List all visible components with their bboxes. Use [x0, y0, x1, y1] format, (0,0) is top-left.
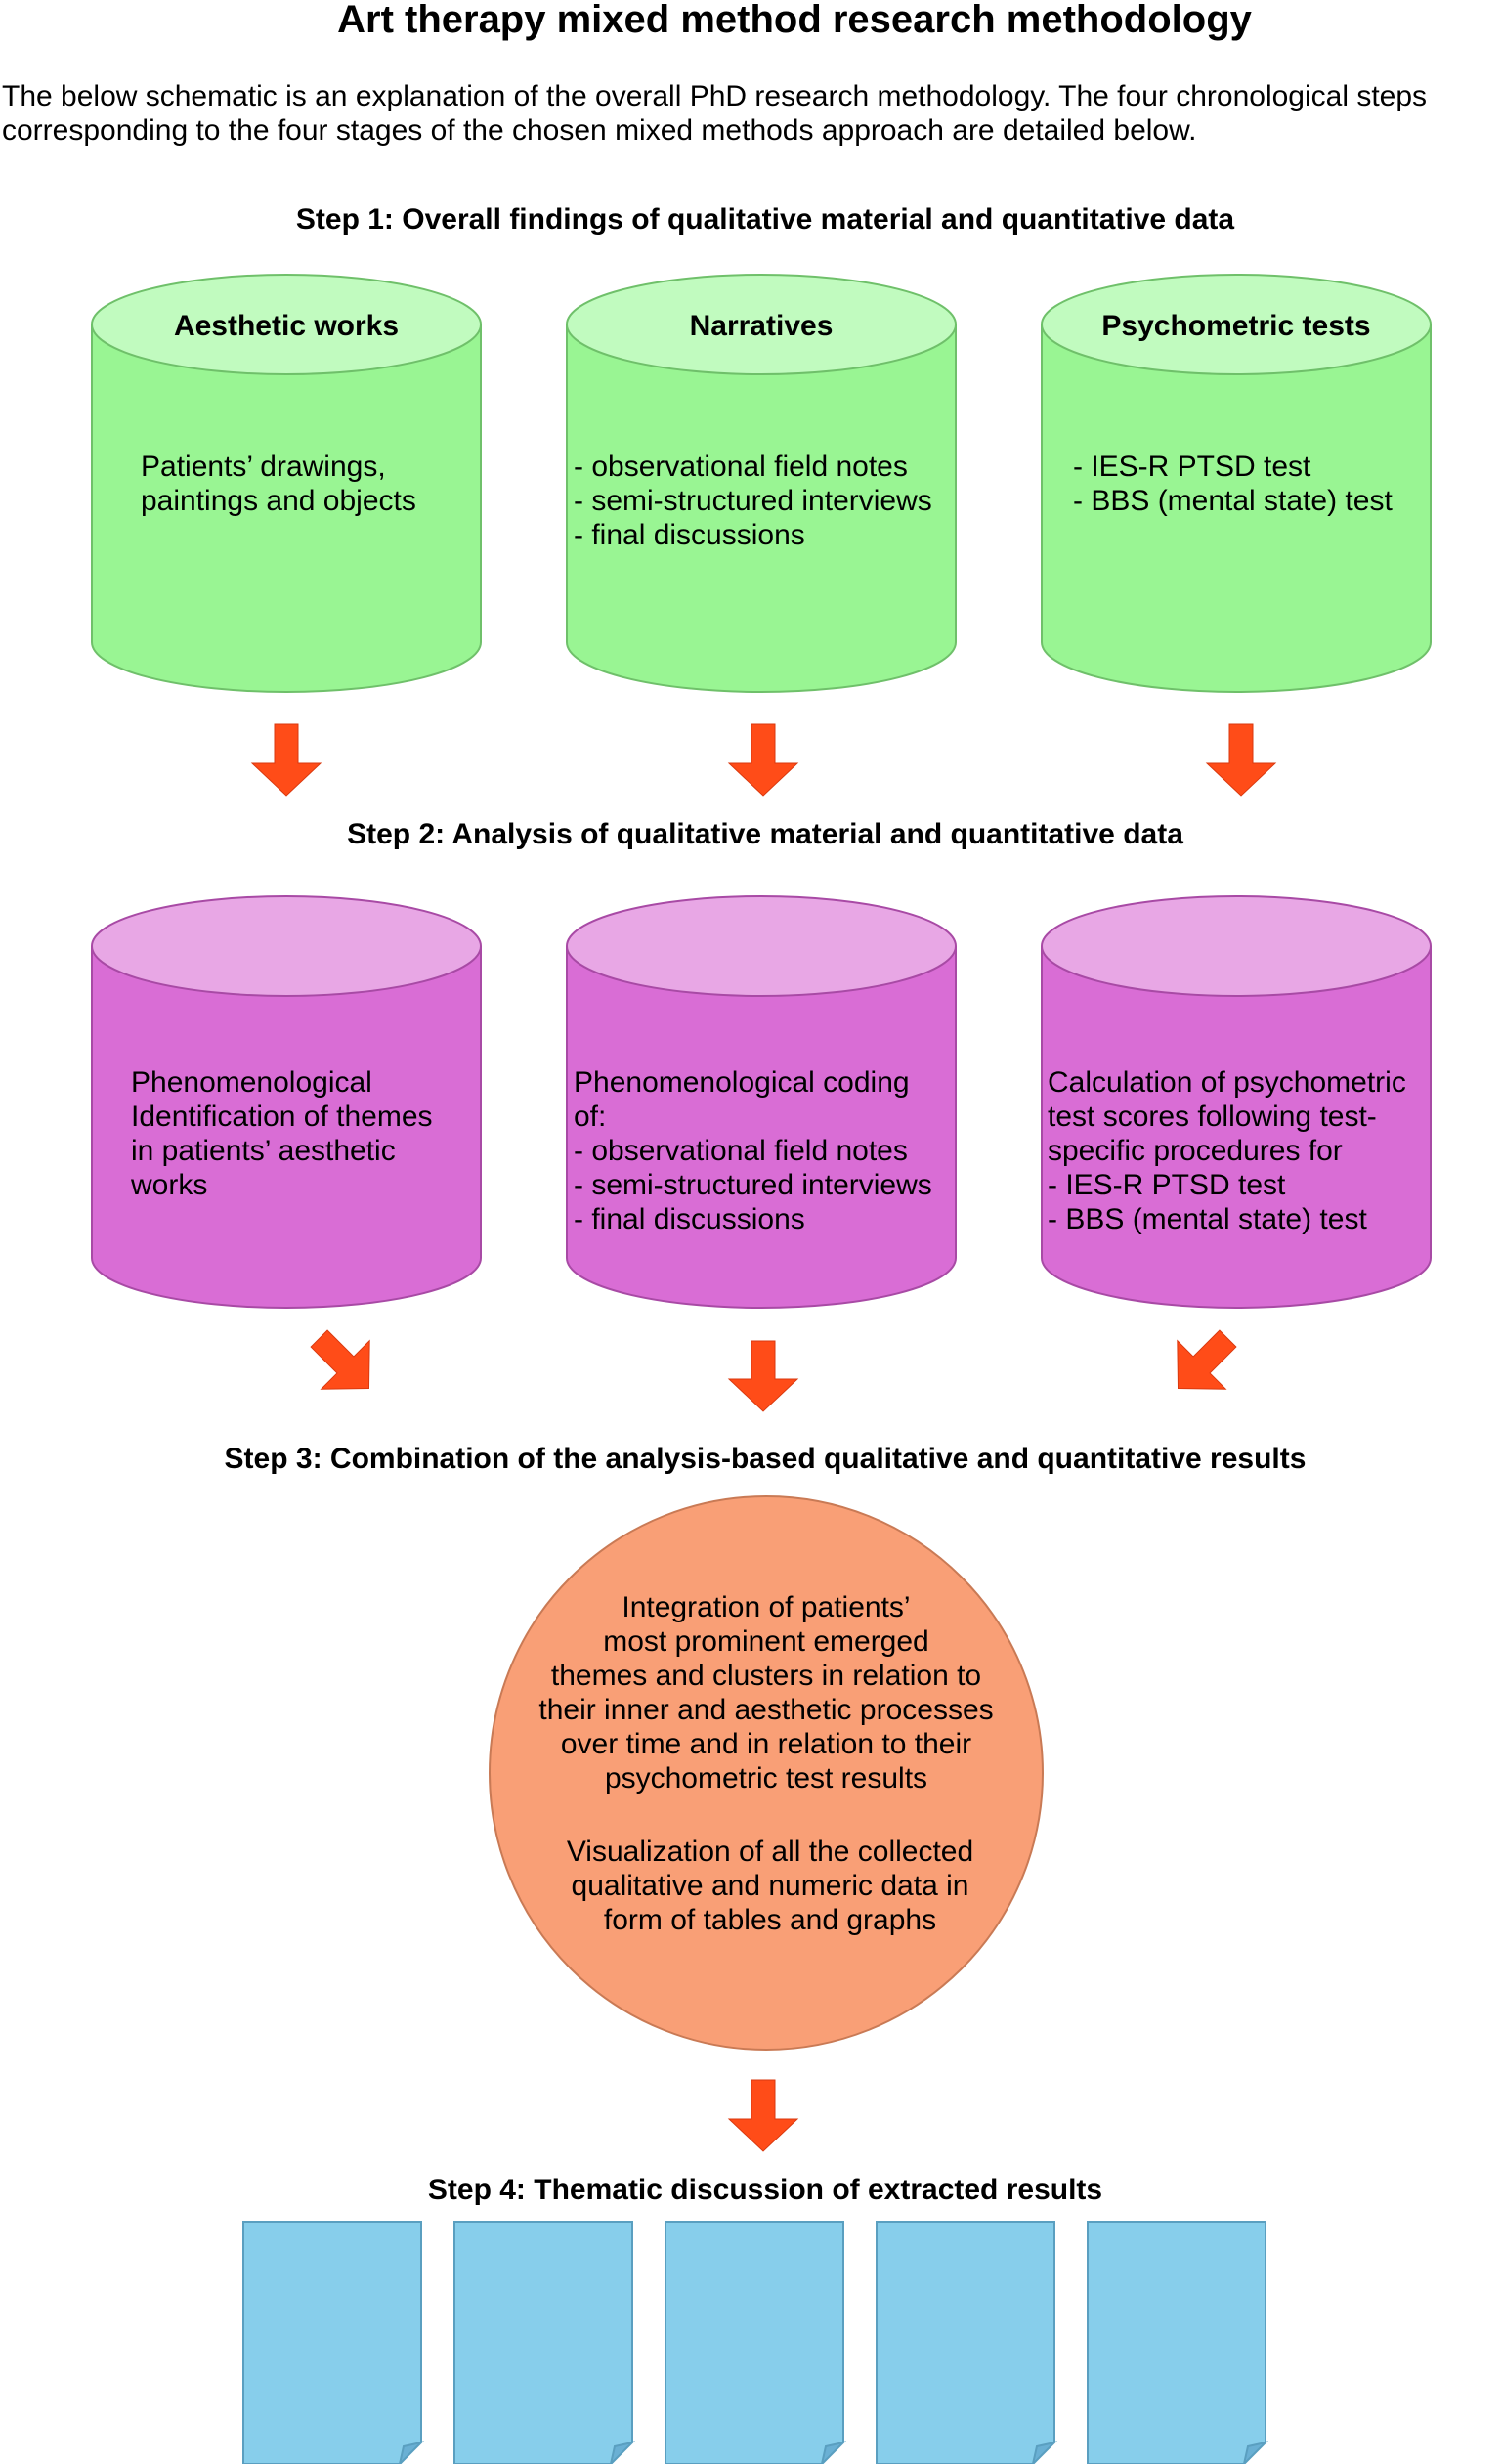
svg-text:their inner and aesthetic proc: their inner and aesthetic processes	[538, 1694, 993, 1726]
document-icon	[876, 2221, 1058, 2464]
documents-group	[242, 2221, 1269, 2464]
svg-text:Calculation of psychometric: Calculation of psychometric	[1048, 1066, 1406, 1099]
document-icon	[453, 2221, 636, 2464]
svg-text:form of tables and graphs: form of tables and graphs	[604, 1904, 936, 1936]
svg-text:- observational field notes: - observational field notes	[574, 451, 908, 483]
svg-text:Phenomenological coding: Phenomenological coding	[574, 1066, 910, 1099]
intro-line-2: corresponding to the four stages of the …	[2, 114, 1196, 147]
page-title: Art therapy mixed method research method…	[337, 0, 1253, 41]
svg-text:test scores following test-: test scores following test-	[1048, 1101, 1377, 1133]
cylinder-psychometric-tests: Psychometric tests - IES-R PTSD test - B…	[1041, 274, 1432, 693]
intro-line-1: The below schematic is an explanation of…	[2, 80, 1427, 112]
svg-text:psychometric test results: psychometric test results	[605, 1762, 927, 1794]
svg-text:- IES-R PTSD test: - IES-R PTSD test	[1073, 451, 1311, 483]
svg-text:- semi-structured interviews: - semi-structured interviews	[574, 1169, 932, 1201]
cylinder-test-score-calculation: Calculation of psychometric test scores …	[1041, 895, 1432, 1309]
svg-text:works: works	[130, 1169, 207, 1201]
cylinder-narratives: Narratives - observational field notes -…	[566, 274, 957, 693]
svg-text:most prominent emerged: most prominent emerged	[603, 1625, 929, 1658]
svg-text:paintings and objects: paintings and objects	[141, 485, 416, 517]
svg-text:Phenomenological: Phenomenological	[131, 1066, 372, 1099]
step-4-heading: Step 4: Thematic discussion of extracted…	[428, 2174, 1102, 2206]
svg-text:- IES-R PTSD test: - IES-R PTSD test	[1048, 1169, 1286, 1201]
down-arrow-icon	[727, 1340, 799, 1412]
cylinder-title: Psychometric tests	[1101, 310, 1370, 342]
step-2-heading: Step 2: Analysis of qualitative material…	[347, 818, 1183, 850]
svg-text:- final discussions: - final discussions	[574, 1203, 805, 1235]
svg-text:themes and clusters in relatio: themes and clusters in relation to	[551, 1660, 981, 1692]
svg-text:qualitative and numeric data i: qualitative and numeric data in	[572, 1870, 969, 1902]
svg-text:Visualization of all the colle: Visualization of all the collected	[567, 1836, 973, 1868]
integration-circle: Integration of patients’ most prominent …	[489, 1495, 1044, 2051]
document-icon	[242, 2221, 425, 2464]
document-icon	[1087, 2221, 1269, 2464]
svg-text:of:: of:	[574, 1101, 606, 1133]
svg-text:Patients’ drawings,: Patients’ drawings,	[141, 451, 386, 483]
cylinder-title: Narratives	[690, 310, 834, 342]
diagonal-arrow-icon	[1177, 1329, 1237, 1390]
step-1-heading: Step 1: Overall findings of qualitative …	[296, 203, 1235, 236]
cylinder-aesthetic-works: Aesthetic works Patients’ drawings, pain…	[91, 274, 482, 693]
down-arrow-icon	[727, 723, 799, 797]
cylinder-phenomenological-coding: Phenomenological coding of: - observatio…	[566, 895, 957, 1309]
svg-text:- observational field notes: - observational field notes	[574, 1135, 908, 1167]
cylinder-title: Aesthetic works	[174, 310, 399, 342]
svg-text:specific procedures for: specific procedures for	[1048, 1135, 1343, 1167]
down-arrow-icon	[727, 2079, 799, 2152]
down-arrow-icon	[1205, 723, 1277, 797]
svg-text:in patients’ aesthetic: in patients’ aesthetic	[131, 1135, 396, 1167]
svg-text:over time and in relation to t: over time and in relation to their	[561, 1728, 971, 1760]
svg-text:- semi-structured interviews: - semi-structured interviews	[574, 485, 932, 517]
step-3-heading: Step 3: Combination of the analysis-base…	[225, 1443, 1307, 1475]
svg-text:Integration of patients’: Integration of patients’	[622, 1591, 910, 1623]
svg-text:Identification of themes: Identification of themes	[131, 1101, 433, 1133]
cylinder-theme-identification: Phenomenological Identification of theme…	[91, 895, 482, 1309]
svg-text:- final discussions: - final discussions	[574, 519, 805, 551]
svg-text:- BBS (mental state) test: - BBS (mental state) test	[1048, 1203, 1367, 1235]
document-icon	[665, 2221, 847, 2464]
down-arrow-icon	[250, 723, 322, 797]
svg-text:- BBS (mental state) test: - BBS (mental state) test	[1073, 485, 1393, 517]
diagonal-arrow-icon	[310, 1329, 370, 1390]
